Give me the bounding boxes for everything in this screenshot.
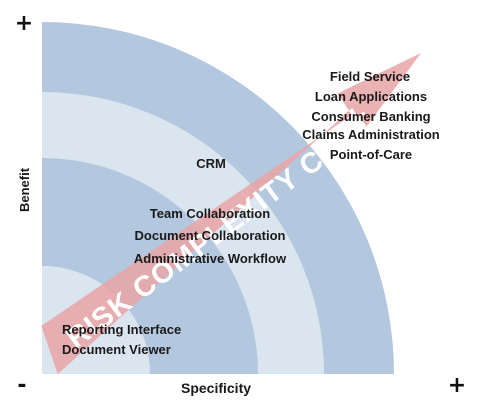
x-axis-label: Specificity (181, 380, 251, 396)
item-crm: CRM (196, 156, 226, 171)
risk-arrow (41, 53, 422, 375)
group-inner: Team Collaboration Document Collaboratio… (134, 206, 287, 266)
origin-minus: - (17, 373, 26, 398)
x-axis-plus: + (448, 373, 466, 398)
group-outer: Field Service Loan Applications Consumer… (302, 69, 440, 162)
item-claims-administration: Claims Administration (302, 127, 440, 142)
item-reporting-interface: Reporting Interface (62, 322, 181, 337)
risk-arrow-shape (41, 53, 422, 375)
item-loan-applications: Loan Applications (315, 89, 427, 104)
item-point-of-care: Point-of-Care (330, 147, 412, 162)
item-document-viewer: Document Viewer (62, 342, 171, 357)
item-team-collaboration: Team Collaboration (150, 206, 270, 221)
item-document-collaboration: Document Collaboration (135, 228, 286, 243)
item-administrative-workflow: Administrative Workflow (134, 251, 287, 266)
group-core: Reporting Interface Document Viewer (62, 322, 181, 357)
y-axis-label: Benefit (17, 167, 32, 212)
y-axis-plus: + (15, 11, 33, 36)
item-consumer-banking: Consumer Banking (311, 109, 430, 124)
item-field-service: Field Service (330, 69, 410, 84)
